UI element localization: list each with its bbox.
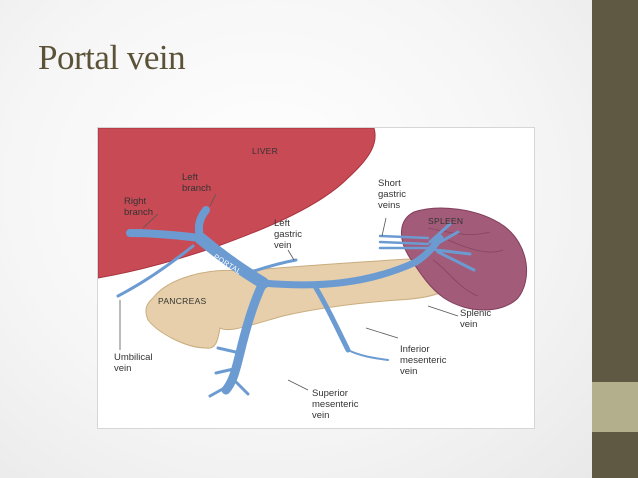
inferior-mesenteric-branch: [347, 349, 389, 361]
splenic-hilum-vessels: [428, 222, 476, 272]
left-branch-vessel: [194, 206, 210, 242]
left-gastric-vessel: [246, 258, 298, 275]
splenic-vein-label-2: vein: [460, 319, 477, 330]
right-branch-label-1: Right: [124, 196, 147, 207]
inferior-mesenteric-label-1: Inferior: [400, 344, 430, 355]
inferior-mesenteric-label-2: mesenteric: [400, 355, 447, 366]
inferior-mesenteric-label-3: vein: [400, 366, 417, 377]
slide-sidebar-accent: [592, 382, 638, 432]
umbilical-vessel: [116, 244, 195, 298]
liver-shape: [98, 128, 376, 279]
spleen-shape: [401, 207, 528, 311]
liver-label: LIVER: [252, 146, 278, 156]
umbilical-vein-label-1: Umbilical: [114, 352, 153, 363]
superior-mesenteric-label-1: Superior: [312, 388, 348, 399]
umbilical-vein-label-2: vein: [114, 363, 131, 374]
left-gastric-label-2: gastric: [274, 229, 302, 240]
portal-vein-trunk: [194, 232, 269, 289]
spleen-texture: [427, 227, 504, 297]
sm-branch-vessels: [208, 346, 250, 398]
short-gastric-label-1: Short: [378, 178, 401, 189]
short-gastric-vessels: [378, 234, 434, 250]
leader-lines: [119, 193, 459, 391]
superior-mesenteric-label-2: mesenteric: [312, 399, 359, 410]
portal-vein-diagram: LIVER SPLEEN PANCREAS PORTAL Left branch…: [97, 127, 535, 429]
short-gastric-label-2: gastric: [378, 189, 406, 200]
left-gastric-label-3: vein: [274, 240, 291, 251]
short-gastric-label-3: veins: [378, 200, 400, 211]
spleen-label: SPLEEN: [428, 216, 463, 226]
right-branch-label-2: branch: [124, 207, 153, 218]
pancreas-shape: [145, 258, 460, 349]
superior-mesenteric-label-3: vein: [312, 410, 329, 421]
slide-title: Portal vein: [38, 38, 186, 77]
pancreas-label: PANCREAS: [158, 296, 207, 306]
splenic-vein-label-1: Splenic: [460, 308, 491, 319]
diagram-canvas: LIVER SPLEEN PANCREAS PORTAL Left branch…: [98, 128, 528, 421]
vein-network: [116, 206, 476, 398]
right-branch-vessel: [126, 229, 204, 242]
left-branch-label-1: Left: [182, 172, 198, 183]
left-branch-label-2: branch: [182, 183, 211, 194]
inferior-mesenteric-vessel: [313, 285, 351, 353]
left-gastric-label-1: Left: [274, 218, 290, 229]
